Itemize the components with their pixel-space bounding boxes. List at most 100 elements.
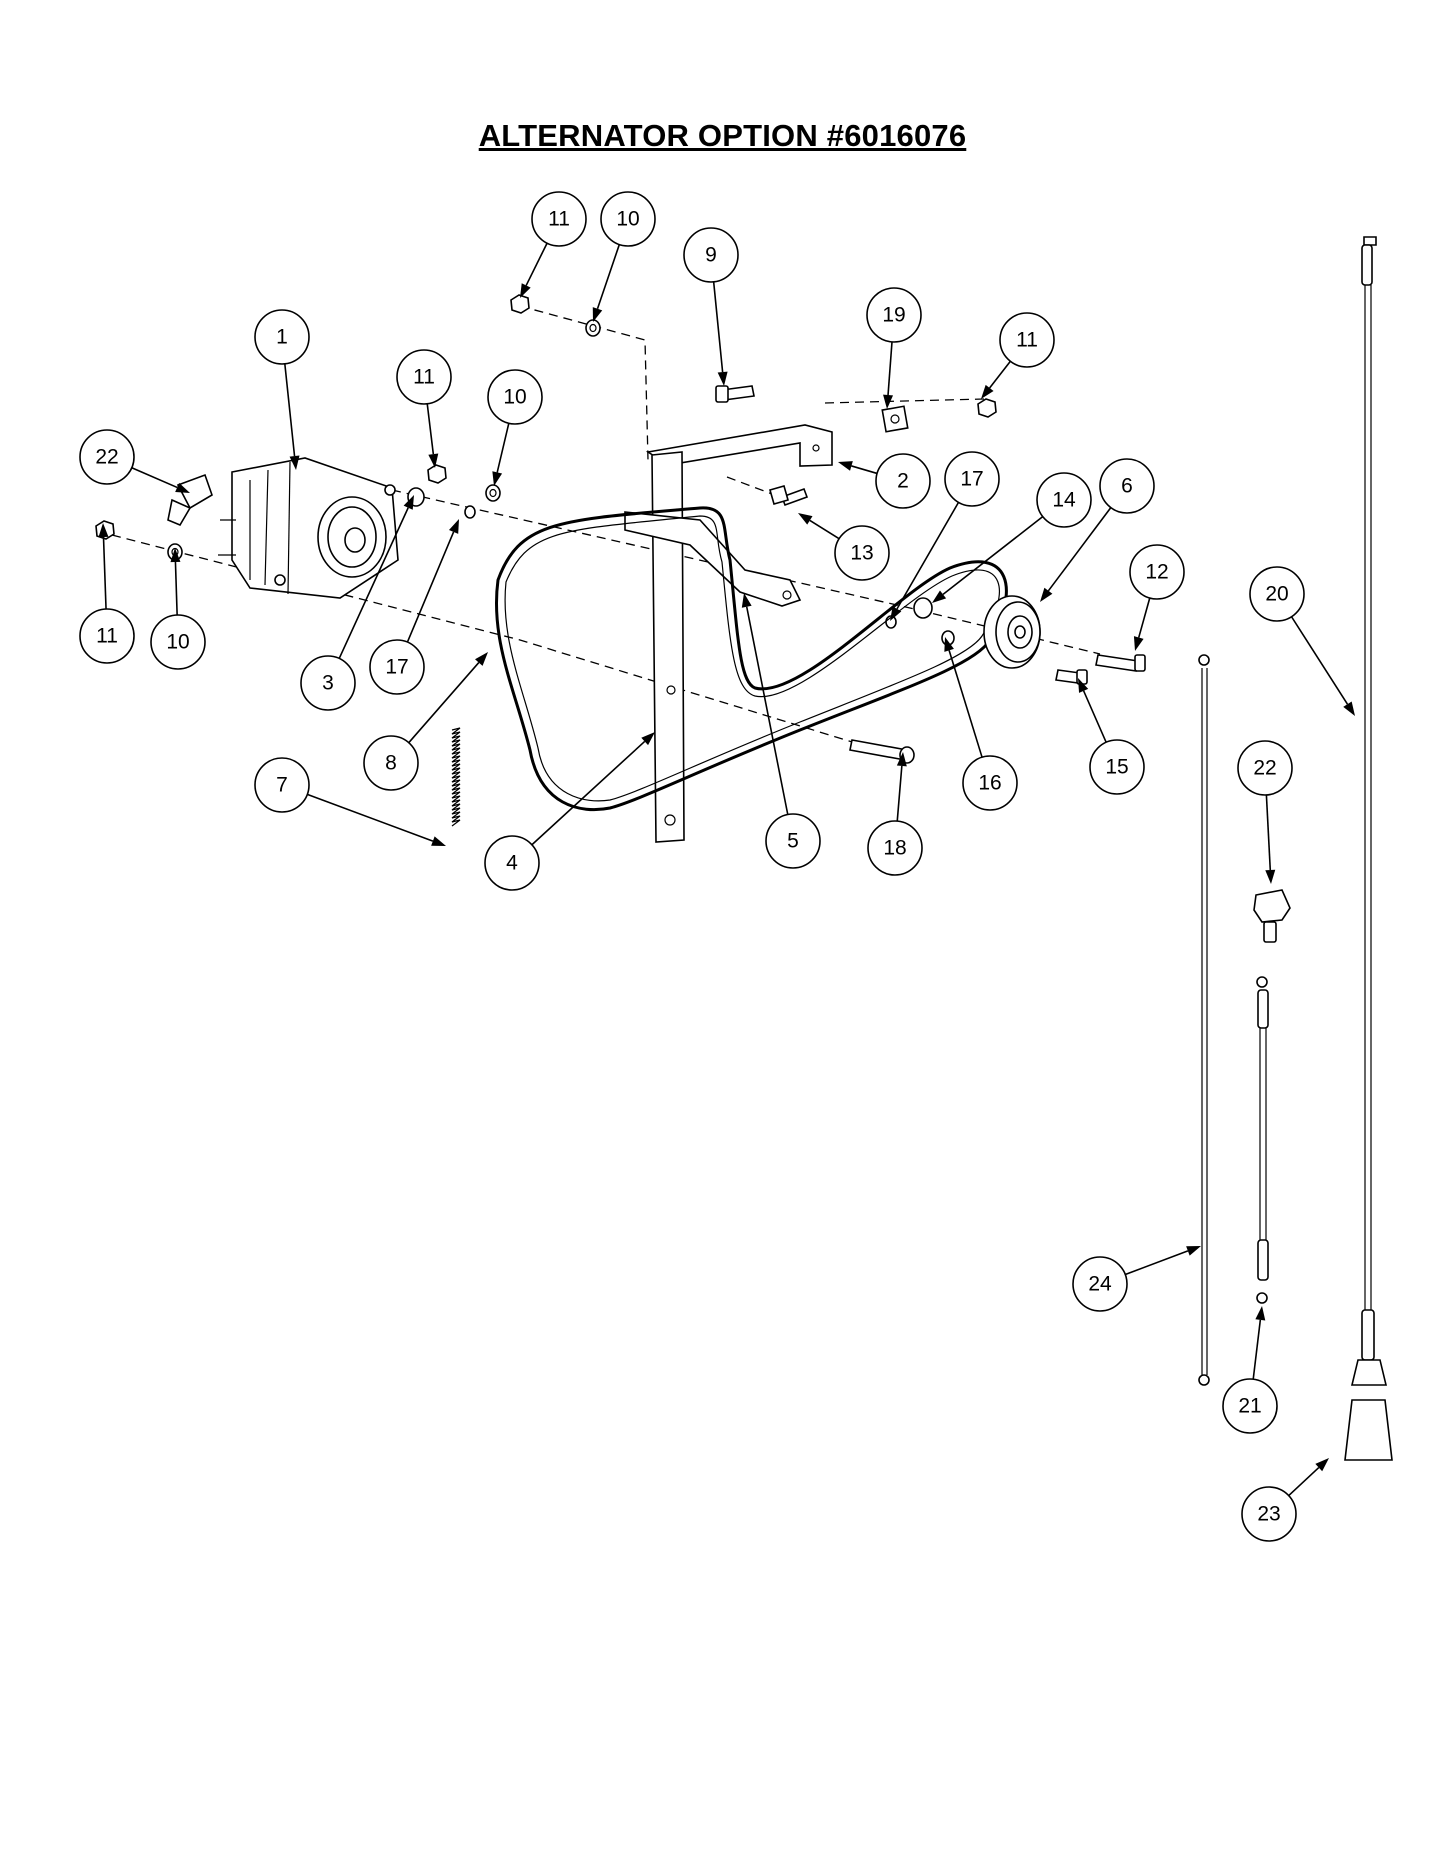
callout-17: 17	[369, 519, 459, 695]
callout-number: 11	[548, 208, 570, 231]
callout-number: 17	[960, 468, 983, 491]
arrowhead	[1343, 701, 1355, 716]
callout-number: 8	[385, 752, 397, 775]
callout-9: 9	[683, 227, 739, 386]
callout-circle	[765, 813, 821, 869]
callout-number: 21	[1238, 1395, 1261, 1418]
callout-16: 16	[944, 637, 1018, 811]
arrowhead	[1040, 587, 1053, 602]
leader-line	[406, 531, 455, 643]
callout-number: 20	[1265, 583, 1288, 606]
callout-number: 5	[787, 830, 799, 853]
callout-circle	[484, 835, 540, 891]
leader-line	[896, 501, 960, 610]
callout-circle	[683, 227, 739, 283]
arrowhead	[838, 461, 853, 471]
leader-line	[851, 465, 878, 475]
callout-7: 7	[254, 757, 446, 846]
arrowhead	[944, 637, 954, 652]
callout-number: 10	[503, 386, 526, 409]
arrowhead	[890, 606, 902, 621]
callout-number: 18	[883, 837, 906, 860]
callout-number: 4	[506, 852, 518, 875]
arrowhead	[883, 394, 894, 409]
pulley-bolts	[849, 654, 1146, 764]
callout-circle	[396, 349, 452, 405]
leader-line	[284, 363, 296, 457]
callout-circle	[300, 655, 356, 711]
callout-number: 11	[1016, 329, 1038, 352]
leader-line	[948, 650, 983, 758]
arrowhead	[1255, 1306, 1266, 1321]
callout-2: 2	[838, 453, 931, 509]
leader-line	[1288, 1466, 1320, 1497]
arrowhead	[641, 732, 655, 746]
leader-line	[1290, 616, 1349, 705]
arrowhead	[403, 495, 414, 510]
page-title: ALTERNATOR OPTION #6016076	[478, 118, 967, 153]
callout-number: 10	[166, 631, 189, 654]
callout-number: 14	[1052, 489, 1076, 512]
pivot-arm	[624, 511, 802, 607]
callout-number: 11	[96, 625, 118, 648]
ground-cable	[1198, 654, 1210, 1386]
callout-circle	[962, 755, 1018, 811]
callout-circle	[531, 191, 587, 247]
arrowhead	[289, 455, 300, 470]
callout-number: 9	[705, 244, 717, 267]
callout-number: 17	[385, 656, 408, 679]
callout-circle	[600, 191, 656, 247]
callout-layer: 1234567891010101111111112131415161717181…	[79, 191, 1355, 1542]
callout-23: 23	[1241, 1458, 1329, 1542]
callout-circle	[999, 312, 1055, 368]
leader-line	[745, 606, 789, 815]
tension-spring	[451, 727, 461, 827]
leader-line	[988, 360, 1012, 389]
arrowhead	[492, 471, 503, 486]
callout-circle	[834, 525, 890, 581]
callout-15: 15	[1078, 678, 1145, 795]
callout-number: 24	[1088, 1273, 1112, 1296]
callout-number: 6	[1121, 475, 1133, 498]
arrowhead	[896, 752, 907, 767]
callout-circle	[363, 735, 419, 791]
battery-cable-long	[1344, 236, 1393, 1461]
callout-13: 13	[798, 513, 890, 581]
leader-line	[102, 536, 107, 610]
callout-number: 22	[95, 446, 118, 469]
leader-line	[1137, 597, 1151, 638]
callout-number: 12	[1145, 561, 1168, 584]
callout-circle	[866, 287, 922, 343]
arrowhead	[431, 836, 446, 846]
callout-circle	[150, 614, 206, 670]
arrowhead	[981, 384, 994, 399]
callout-number: 7	[276, 774, 288, 797]
arrowhead	[448, 519, 459, 534]
callout-number: 23	[1257, 1503, 1280, 1526]
terminal-boot-right	[1253, 889, 1291, 943]
bolts	[715, 385, 809, 507]
callout-number: 3	[322, 672, 334, 695]
alternator-cable	[1256, 976, 1269, 1304]
callout-circle	[1129, 544, 1185, 600]
callout-circle	[867, 820, 923, 876]
arrowhead	[428, 453, 439, 468]
callout-10: 10	[592, 191, 656, 322]
leader-line	[596, 244, 621, 310]
callout-8: 8	[363, 652, 488, 791]
callout-number: 2	[897, 470, 909, 493]
leader-line	[1124, 1250, 1189, 1276]
leader-line	[408, 662, 480, 744]
callout-circle	[79, 429, 135, 485]
callout-5: 5	[741, 593, 821, 869]
adjuster-plate	[651, 451, 685, 843]
callout-11: 11	[981, 312, 1055, 399]
callout-number: 22	[1253, 757, 1276, 780]
leader-line	[896, 765, 903, 822]
callout-circle	[1099, 458, 1155, 514]
arrowhead	[1265, 869, 1276, 884]
callout-10: 10	[487, 369, 543, 486]
callout-circle	[875, 453, 931, 509]
callout-19: 19	[866, 287, 922, 409]
callout-22: 22	[79, 429, 190, 493]
